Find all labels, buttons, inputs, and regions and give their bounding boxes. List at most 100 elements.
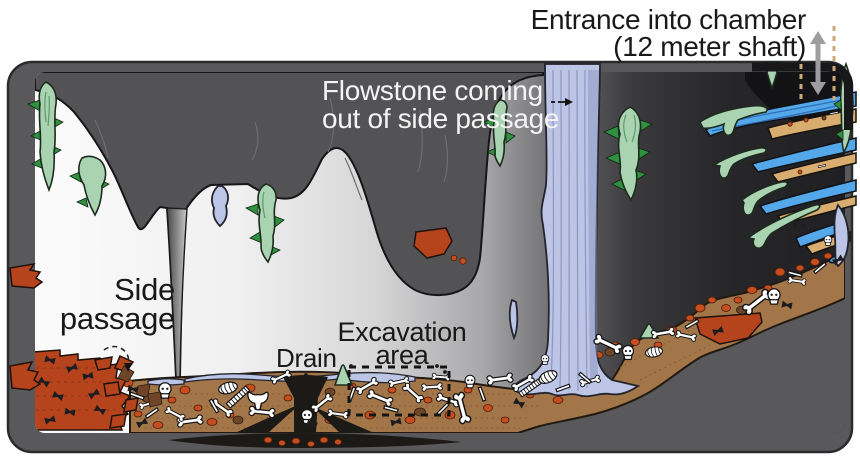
red-breccia-block: [35, 349, 151, 431]
tan-sediment-layer: [767, 108, 857, 140]
pebble: [319, 436, 329, 444]
pebble: [307, 440, 315, 448]
green-spikes: [603, 119, 653, 192]
pebble: [810, 258, 820, 266]
drain-spread: [168, 433, 462, 448]
pebble: [193, 404, 203, 412]
pebble: [733, 296, 743, 304]
pebble: [206, 418, 218, 426]
skull: [540, 354, 550, 365]
skull: [464, 374, 476, 389]
green-flowstone-drape: [698, 104, 768, 137]
skull: [767, 288, 781, 305]
ceiling-cracks: [94, 97, 449, 201]
pebble: [283, 394, 293, 402]
pebble: [387, 386, 397, 394]
pebble: [787, 121, 793, 127]
pebble: [803, 117, 809, 123]
label-excavation-line2: area: [376, 340, 430, 370]
dark-drips: [793, 222, 805, 232]
pebble: [500, 416, 510, 424]
green-flowstone-icicle: [38, 81, 57, 193]
tan-sediment-layer: [770, 152, 857, 183]
pebble: [291, 437, 301, 445]
pebble: [707, 296, 717, 304]
entrance-arrow-down-icon: [810, 82, 826, 95]
pebble: [694, 303, 706, 313]
red-rock-left-edge: [9, 360, 42, 391]
flow-arrow-icon: [124, 363, 132, 372]
dark-rock: [147, 391, 163, 408]
icicle-detail: [623, 114, 637, 143]
curtain-stripes: [550, 69, 588, 392]
frame-corner-shadow: [752, 62, 853, 130]
green-flowstone-icicle: [492, 99, 508, 168]
leader-dot: [308, 380, 312, 384]
label-side-passage-line2: passage: [60, 301, 175, 336]
water-film-small: [147, 378, 185, 386]
pebble: [334, 438, 342, 446]
green-flowstone-icicle: [78, 155, 107, 217]
pebble: [483, 404, 493, 412]
bones-scatter: [127, 254, 845, 429]
label-entrance-line1: Entrance into chamber: [531, 4, 806, 35]
drain-branches: [235, 404, 374, 433]
pebble: [133, 410, 143, 418]
pebble: [685, 314, 695, 322]
pebble: [746, 286, 758, 294]
pebble: [823, 252, 833, 260]
icicle-detail: [44, 91, 51, 127]
green-spikes: [833, 99, 844, 141]
entrance-arrow-up-icon: [810, 31, 826, 44]
lower-cave-wall: [500, 290, 845, 433]
pebble: [721, 304, 731, 312]
label-flowstone-line1: Flowstone coming: [322, 75, 543, 106]
periwinkle-stalactite: [211, 185, 229, 228]
curtain-shade: [588, 70, 599, 382]
pebble: [774, 267, 786, 277]
label-entrance-line2: (12 meter shaft): [613, 31, 806, 62]
icicle-detail: [262, 191, 266, 219]
pebble: [152, 421, 164, 429]
flowstone-curtain: [508, 63, 641, 398]
excavation-area-outline: [347, 365, 451, 417]
red-sediment-patch: [694, 312, 763, 345]
rock-chunk: [232, 415, 244, 425]
label-drain: Drain: [276, 343, 337, 373]
label-flowstone-line2: out of side passage: [322, 103, 559, 134]
drain-feature: [168, 375, 462, 448]
green-flowstone-drape: [746, 203, 821, 249]
skull: [621, 344, 635, 361]
annotations: [103, 26, 836, 384]
ceiling-rock: [35, 72, 544, 378]
skull: [823, 235, 833, 246]
rock-chunk: [821, 115, 827, 121]
curtain-flow-arrow-icon: [565, 98, 573, 106]
pebble: [795, 264, 805, 272]
blue-flowstone-layer: [750, 136, 857, 173]
drain-funnel: [283, 375, 328, 433]
label-excavation-line1: Excavation: [337, 317, 466, 347]
leader-dot: [435, 364, 439, 368]
periwinkle-drape: [833, 203, 850, 268]
green-flowstone-drape: [711, 147, 767, 179]
pebble: [450, 254, 458, 262]
pebble: [459, 257, 467, 265]
pebble: [404, 416, 416, 424]
blue-flowstone-layer: [758, 178, 857, 215]
pebble: [423, 396, 433, 404]
labels: Entrance into chamber (12 meter shaft) F…: [60, 4, 806, 373]
label-side-passage-line1: Side: [114, 272, 175, 307]
leader-dot: [304, 373, 308, 377]
pebble: [278, 439, 286, 447]
green-flowstone-drape: [740, 181, 789, 216]
orange-rock-on-ceiling: [413, 227, 453, 259]
sediment-texture: [135, 324, 721, 429]
leader-dot: [349, 364, 353, 368]
pebble: [179, 385, 191, 395]
red-rock-left-edge: [9, 262, 44, 289]
pebble: [167, 396, 177, 404]
curtain-fragment: [508, 298, 519, 341]
